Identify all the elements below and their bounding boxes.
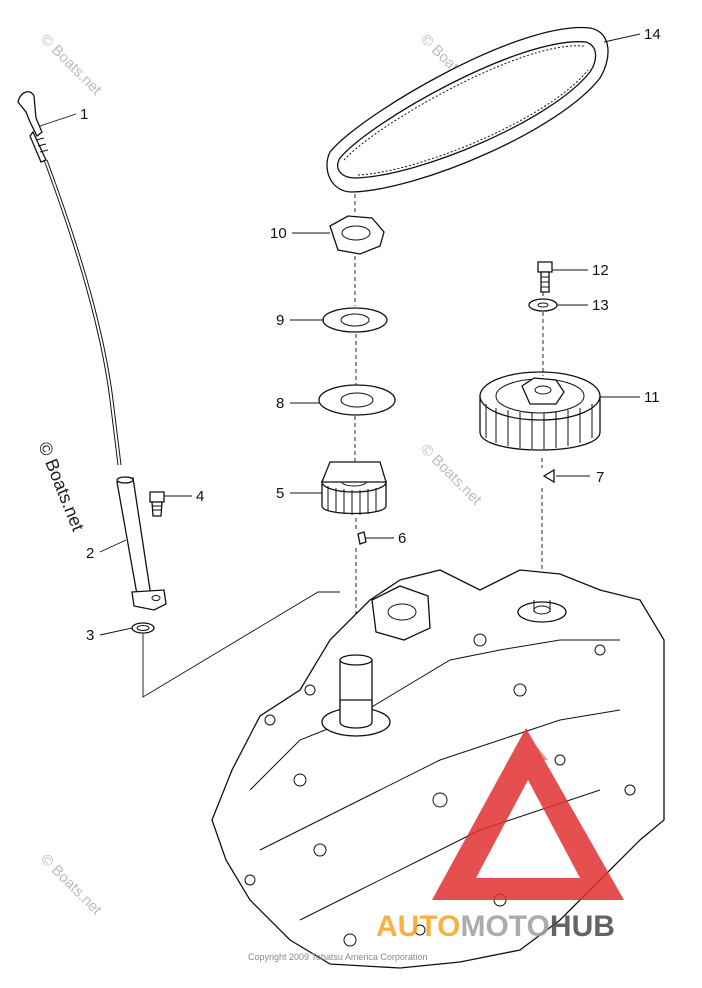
watermark-left-dark: © Boats.net <box>34 439 88 534</box>
crank-gear-5 <box>321 461 387 515</box>
callout-9: 9 <box>276 312 284 329</box>
bolt-4 <box>149 491 165 517</box>
washer-8 <box>318 384 396 416</box>
callout-3: 3 <box>86 627 94 644</box>
watermark-top-left: © Boats.net <box>37 31 105 99</box>
o-ring <box>131 622 155 634</box>
timing-belt <box>326 26 609 193</box>
leader-lines <box>39 33 641 636</box>
logo-triangle <box>432 728 624 900</box>
nut-10 <box>329 215 385 255</box>
logo-text-auto: AUTO <box>376 910 460 943</box>
callout-7: 7 <box>596 469 604 486</box>
watermark-mid-right: © Boats.net <box>417 441 485 509</box>
dipstick <box>17 91 122 466</box>
callout-8: 8 <box>276 395 284 412</box>
callout-1: 1 <box>80 106 88 123</box>
callout-14: 14 <box>644 26 661 43</box>
callout-11: 11 <box>644 389 660 406</box>
logo-text-moto: MOTO <box>460 910 549 943</box>
callout-4: 4 <box>196 488 204 505</box>
callout-6: 6 <box>398 530 406 547</box>
logo-text: AUTOMOTOHUB <box>376 910 615 943</box>
callout-labels: 1 2 3 4 5 6 7 8 9 10 11 12 13 14 <box>80 26 661 644</box>
automotohub-logo: AUTOMOTOHUB <box>376 728 624 943</box>
logo-text-hub: HUB <box>550 910 615 943</box>
key-6 <box>357 531 367 545</box>
bolt-12 <box>537 261 553 293</box>
key-7 <box>542 468 555 484</box>
callout-10: 10 <box>270 225 287 242</box>
callout-12: 12 <box>592 262 609 279</box>
engine-block <box>211 569 665 969</box>
washer-9 <box>322 307 388 333</box>
callout-5: 5 <box>276 485 284 502</box>
copyright-text: Copyright 2009 Tohatsu America Corporati… <box>248 952 427 962</box>
watermark-bottom-left: © Boats.net <box>37 851 105 919</box>
cam-pulley-11 <box>479 371 601 451</box>
dipstick-tube <box>116 476 167 611</box>
callout-13: 13 <box>592 297 609 314</box>
callout-2: 2 <box>86 545 94 562</box>
washer-13 <box>528 298 558 312</box>
